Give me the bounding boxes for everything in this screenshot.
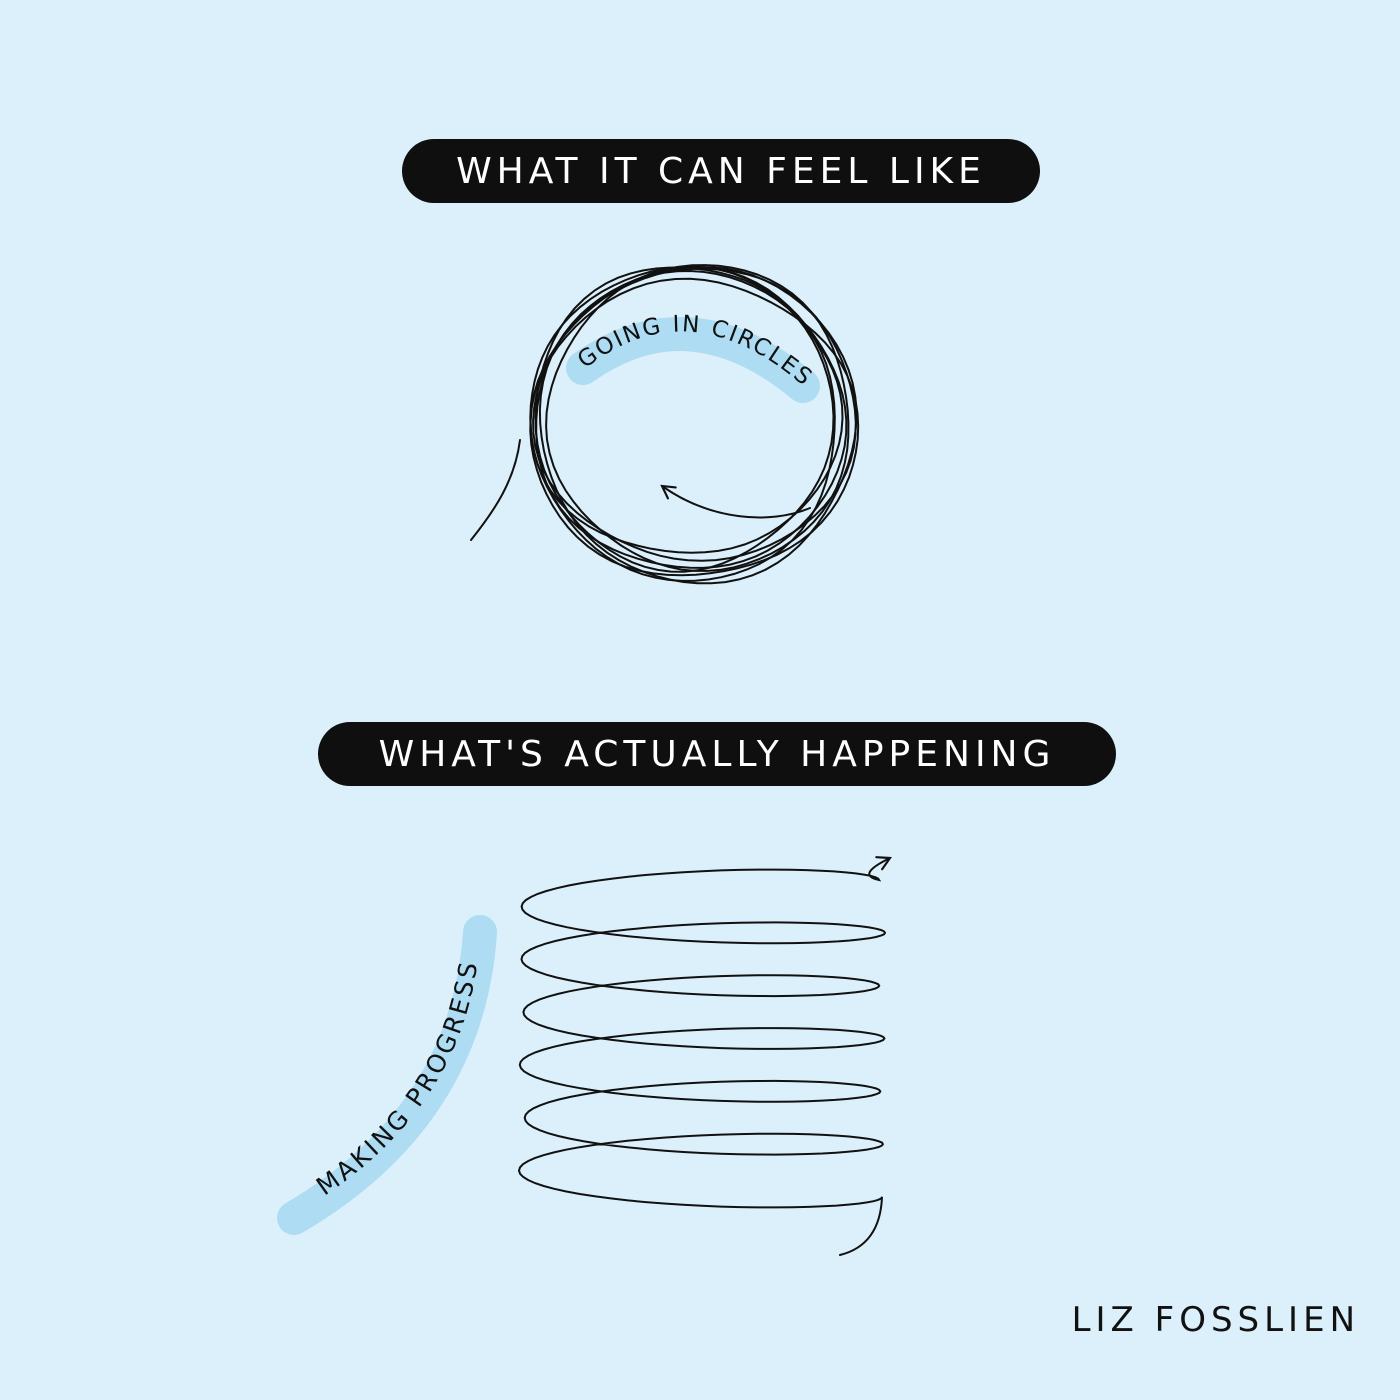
tangle-return-arrow: [660, 484, 811, 519]
author-signature-text: LIZ FOSSLIEN: [1071, 1300, 1360, 1340]
spiral-coil: [517, 856, 892, 1256]
tangle-tail-line: [470, 439, 521, 541]
making-progress-label: MAKING PROGRESS: [311, 958, 484, 1201]
tangled-circles-icon: [470, 264, 860, 585]
tangle-loop: [538, 266, 858, 585]
tangle-loop: [545, 264, 850, 572]
heading-what-it-can-feel-like: WHAT IT CAN FEEL LIKE: [402, 139, 1040, 203]
making-progress-highlight: [277, 915, 497, 1235]
author-signature: LIZ FOSSLIEN: [1060, 1290, 1360, 1350]
tangle-loop: [529, 265, 844, 554]
tangle-loop: [534, 266, 835, 573]
heading-bottom-text: WHAT'S ACTUALLY HAPPENING: [378, 733, 1056, 775]
heading-whats-actually-happening: WHAT'S ACTUALLY HAPPENING: [318, 722, 1116, 786]
upward-spiral-icon: [517, 856, 892, 1256]
going-in-circles-highlight: [566, 317, 820, 403]
heading-top-text: WHAT IT CAN FEEL LIKE: [456, 150, 986, 192]
